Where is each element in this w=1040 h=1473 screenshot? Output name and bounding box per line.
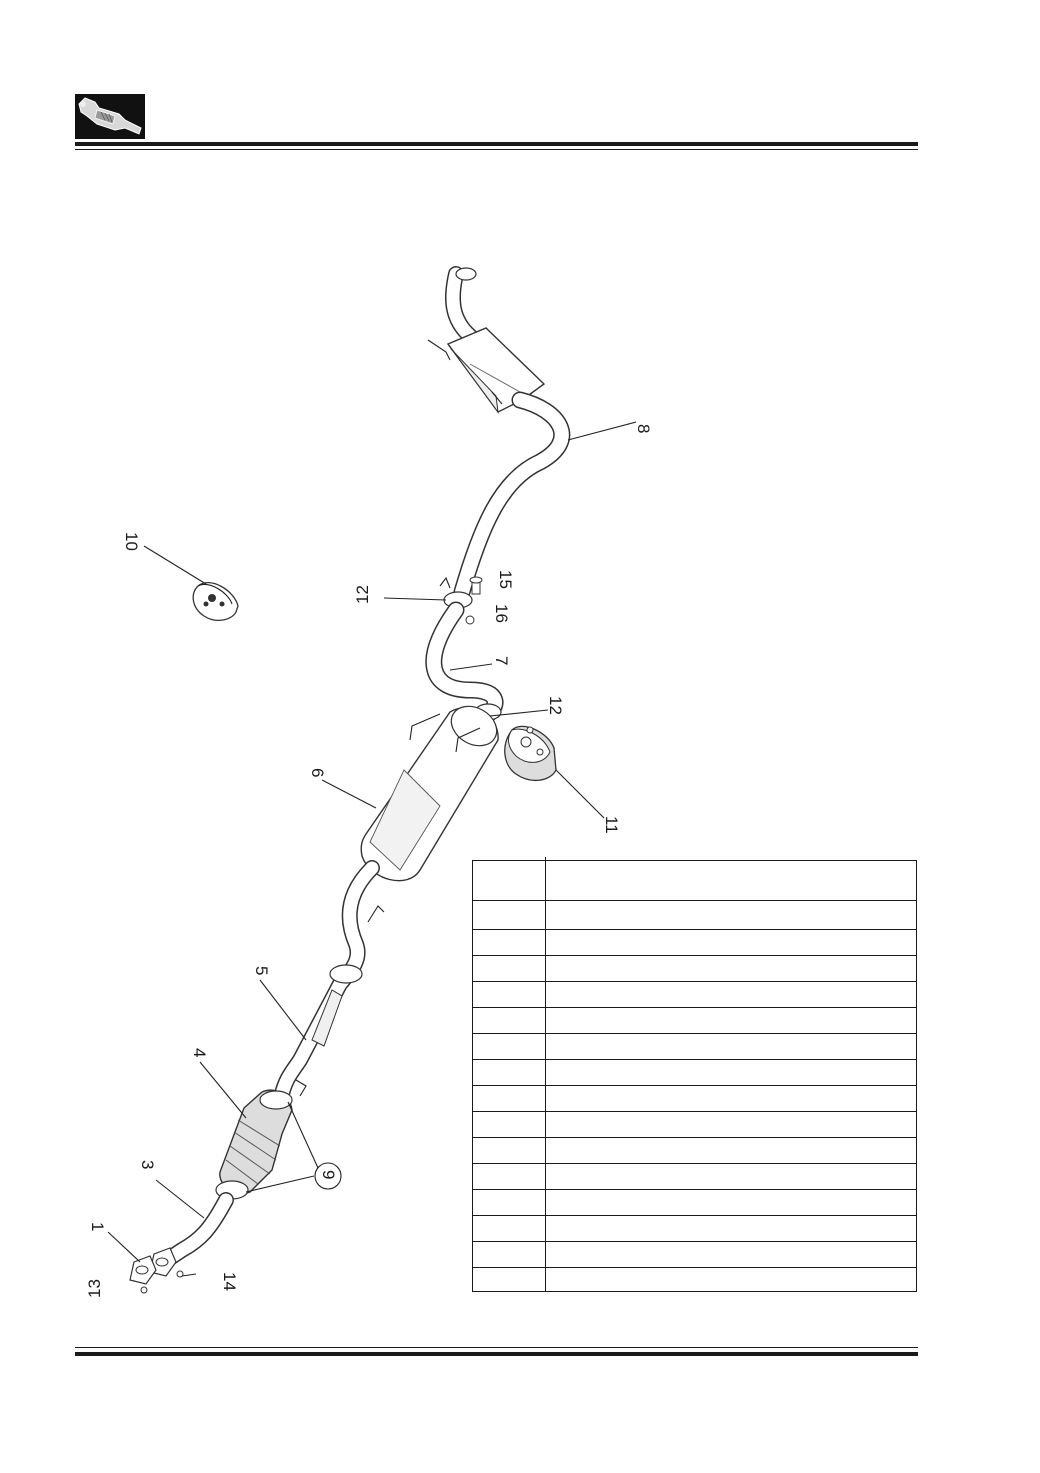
legend-row — [473, 1033, 916, 1034]
parts-legend-table — [472, 857, 917, 1292]
footer-rule-thin — [75, 1347, 918, 1348]
callout-8: 8 — [634, 424, 653, 433]
legend-row — [473, 1111, 916, 1112]
callout-5: 5 — [252, 966, 271, 975]
mounting-rubber-11 — [504, 725, 557, 781]
callout-10: 10 — [122, 532, 141, 551]
legend-row — [473, 900, 916, 901]
legend-row — [473, 1085, 916, 1086]
leader-lines — [107, 421, 637, 1277]
header-rule-thin — [75, 149, 918, 150]
legend-row — [473, 1241, 916, 1242]
callout-16: 16 — [492, 604, 511, 623]
exhaust-catalyst-icon — [75, 94, 145, 139]
front-pipe — [274, 860, 380, 1102]
legend-row — [473, 955, 916, 956]
legend-row — [473, 1163, 916, 1164]
middle-silencer — [360, 705, 499, 923]
legend-row — [473, 981, 916, 982]
catalytic-converter — [215, 1089, 293, 1200]
rear-silencer — [427, 266, 546, 414]
legend-column-divider — [545, 857, 546, 1291]
callout-14: 14 — [220, 1272, 239, 1291]
mounting-rubber-10 — [192, 582, 239, 622]
callout-6: 6 — [308, 768, 327, 777]
callout-11: 11 — [602, 816, 621, 834]
legend-row — [473, 1267, 916, 1268]
callout-13: 13 — [85, 1279, 104, 1298]
legend-row — [473, 1007, 916, 1008]
callout-9: 9 — [319, 1170, 338, 1179]
callout-9-circle — [314, 1162, 342, 1190]
legend-row — [473, 1059, 916, 1060]
callout-7: 7 — [492, 656, 511, 665]
callout-15: 15 — [496, 570, 515, 589]
down-pipe — [129, 1192, 234, 1294]
rear-pipe — [453, 391, 571, 601]
callout-12-lower: 12 — [546, 696, 565, 715]
callout-3: 3 — [138, 1160, 157, 1169]
header-rule-thick — [75, 142, 918, 146]
intermediate-pipe — [425, 601, 504, 725]
callout-4: 4 — [190, 1048, 209, 1057]
legend-row — [473, 929, 916, 930]
legend-row — [473, 1215, 916, 1216]
footer-rule-thick — [75, 1352, 918, 1356]
callout-1: 1 — [88, 1222, 107, 1231]
legend-row — [473, 1189, 916, 1190]
callout-12-upper: 12 — [353, 585, 372, 604]
upper-clamp — [439, 576, 483, 625]
legend-row — [473, 1137, 916, 1138]
